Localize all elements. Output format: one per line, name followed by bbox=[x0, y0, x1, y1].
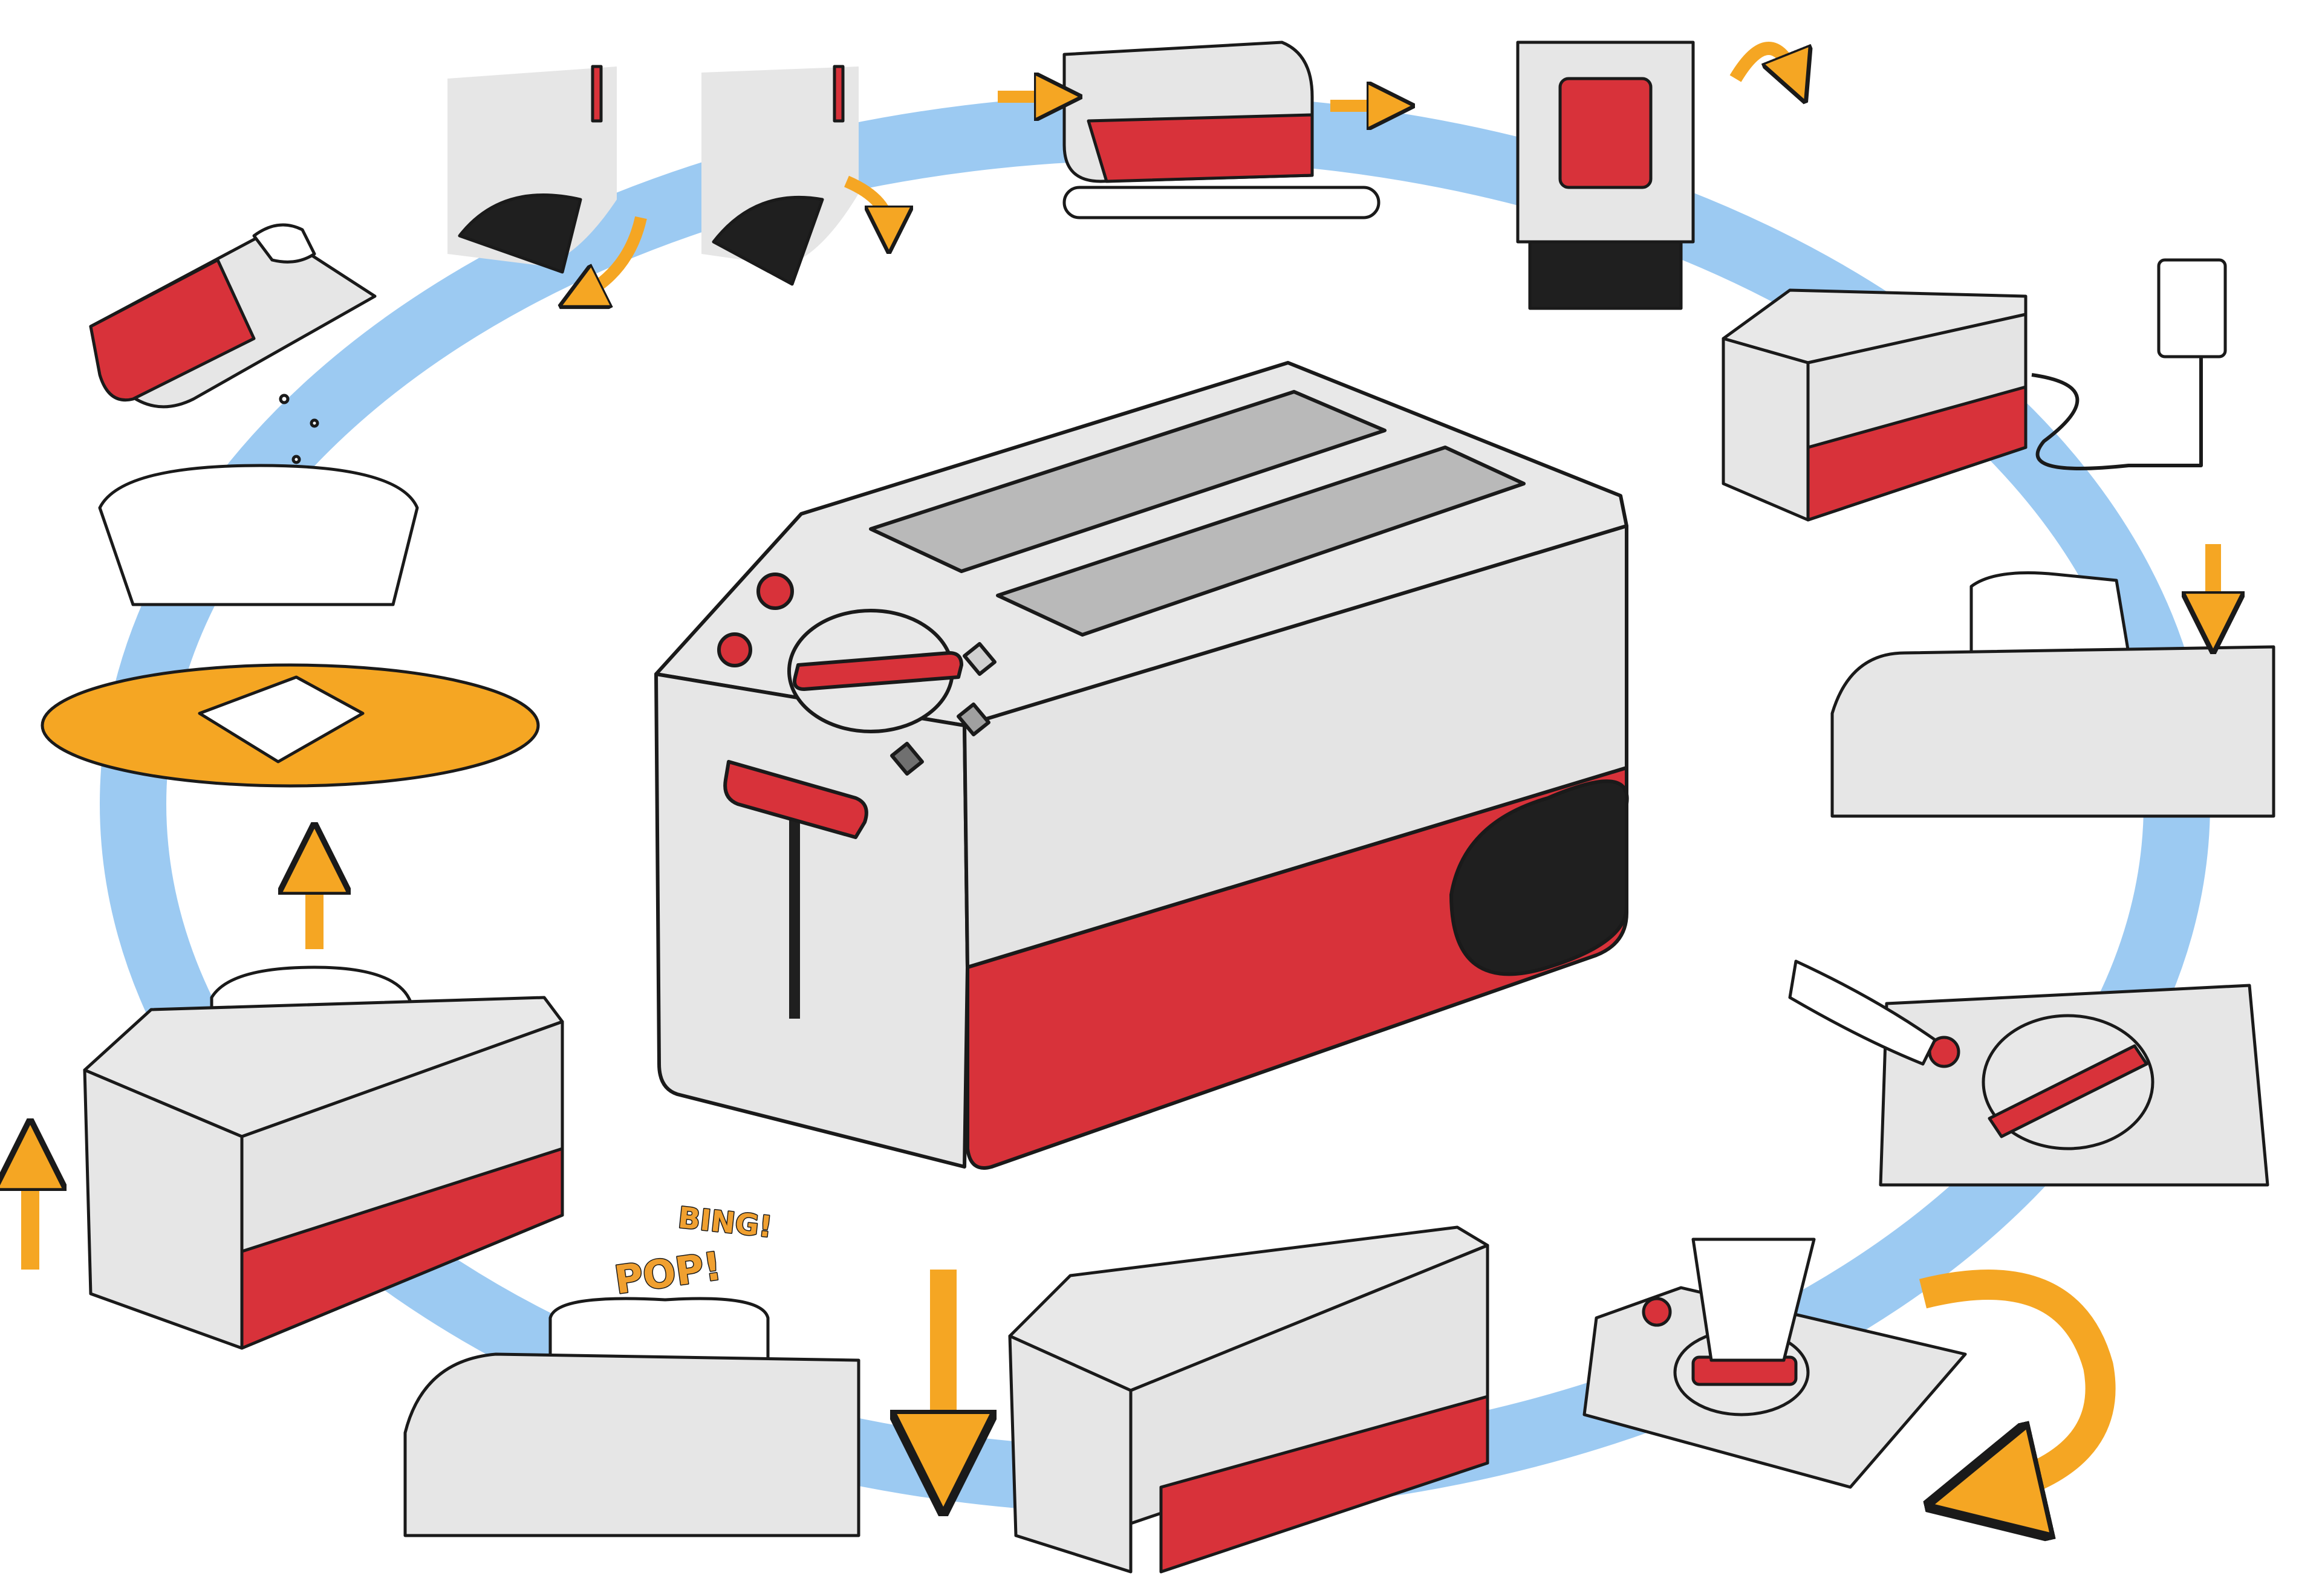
step-empty-crumbs bbox=[89, 223, 419, 606]
tray-lever-b bbox=[833, 65, 845, 123]
lever-slot bbox=[789, 795, 800, 1019]
hand-turn-icon bbox=[1691, 1238, 1816, 1362]
reheat-button-icon bbox=[717, 632, 752, 667]
tray-lever-a bbox=[591, 65, 603, 123]
pop-toast bbox=[548, 1297, 770, 1368]
toaster-front-panel bbox=[654, 672, 969, 1169]
panel-dial-knob bbox=[1988, 1044, 2148, 1138]
waste-bin bbox=[98, 464, 419, 606]
wall-outlet bbox=[2157, 258, 2227, 358]
turn-arrow bbox=[1923, 1270, 2116, 1493]
lever-toaster-front bbox=[1008, 1334, 1133, 1574]
step-toast-on-plate bbox=[41, 663, 540, 788]
small-toaster-red bbox=[1806, 385, 2028, 522]
step-press-lever bbox=[943, 1225, 1489, 1574]
tilted-toaster-red bbox=[89, 258, 256, 402]
release-arrow-a bbox=[580, 216, 647, 296]
central-toaster bbox=[654, 361, 1629, 1170]
release-arrow-b bbox=[844, 175, 889, 230]
bing-label: BING! bbox=[677, 1201, 774, 1244]
toaster-end-wheel bbox=[1449, 779, 1629, 976]
tray-black-a bbox=[458, 193, 582, 274]
power-cord bbox=[2031, 357, 2203, 470]
step-insert-bread bbox=[1830, 544, 2275, 818]
toaster-base bbox=[1528, 240, 1683, 310]
toast-slice bbox=[198, 675, 365, 764]
toaster-lever bbox=[723, 760, 868, 839]
shade-medium-icon bbox=[957, 702, 990, 736]
lever-toaster-red bbox=[1159, 1395, 1489, 1574]
step-plugged-in bbox=[1722, 258, 2227, 522]
shade-light-icon bbox=[963, 642, 997, 676]
small-toaster-front bbox=[1722, 337, 1810, 522]
hand-grip-icon bbox=[252, 223, 316, 264]
toaster-slot-back bbox=[869, 390, 1387, 573]
step-release-tray bbox=[447, 65, 889, 296]
wrap-arrow bbox=[1729, 42, 1796, 79]
bread-slice bbox=[1969, 571, 2130, 655]
finger-press-icon bbox=[1788, 959, 1937, 1066]
pop-label: POP! bbox=[612, 1244, 724, 1303]
step-cord-wrap bbox=[1516, 41, 1796, 310]
step-toast-pop: POP! BING! bbox=[403, 1200, 860, 1537]
lift-toaster-red bbox=[240, 1147, 564, 1350]
tray-black-b bbox=[712, 195, 824, 286]
toaster-side-red bbox=[1087, 113, 1314, 183]
dial-knob bbox=[793, 651, 963, 691]
step-lift-toast bbox=[30, 858, 564, 1350]
step-slide-tray bbox=[998, 41, 1391, 219]
cancel-button-icon bbox=[756, 573, 794, 610]
dial-button-b bbox=[1642, 1297, 1672, 1327]
shade-dark-icon bbox=[890, 742, 924, 776]
step-turn-dial bbox=[1582, 1238, 2116, 1493]
counter-edge bbox=[1062, 186, 1381, 219]
step-press-button bbox=[1788, 959, 2269, 1187]
pop-panel bbox=[403, 1352, 860, 1537]
toaster-slot-front bbox=[996, 446, 1526, 637]
slot-panel bbox=[1830, 645, 2275, 818]
cord-holder bbox=[1558, 77, 1653, 189]
